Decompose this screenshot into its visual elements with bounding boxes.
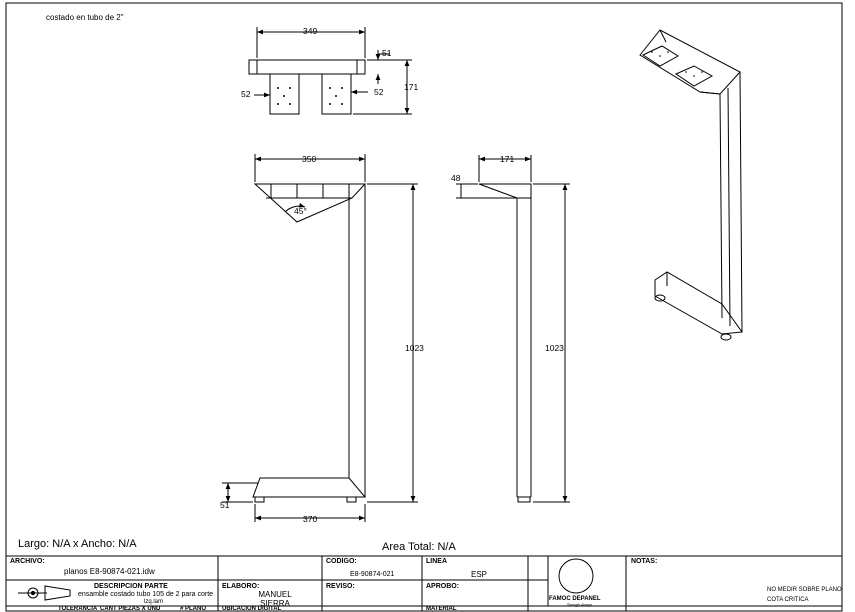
dim-angle: 45° bbox=[294, 206, 307, 216]
cut-plano: # PLANO bbox=[180, 606, 207, 612]
dim-side-depth: 171 bbox=[500, 154, 515, 164]
dim-front-width: 350 bbox=[302, 154, 317, 164]
dim-front-height: 1023 bbox=[405, 343, 424, 353]
company-logo-text: FAMOC DEPANEL bbox=[549, 596, 601, 602]
cut-ubicacion: UBICACION DIGITAL bbox=[222, 606, 282, 612]
descripcion-value: ensamble costado tubo 105 de 2 para cort… bbox=[78, 591, 214, 598]
isometric-view bbox=[639, 29, 743, 341]
descripcion-sub: lzq.lam bbox=[144, 599, 164, 605]
elaboro-value: MANUEL SIERRA bbox=[258, 590, 292, 608]
side-view bbox=[456, 155, 570, 503]
elaboro-label: ELABORO: bbox=[222, 583, 260, 590]
front-view bbox=[222, 154, 418, 522]
cut-cant: CANT PIEZAS X UND bbox=[100, 606, 161, 612]
cut-tolerancia: TOLERANCIA bbox=[58, 606, 98, 612]
notas-label: NOTAS: bbox=[631, 558, 658, 565]
note-cota-critica: COTA CRITICA bbox=[767, 597, 809, 603]
area-total: Area Total: N/A bbox=[382, 541, 456, 553]
archivo-value: planos E8-90874-021.idw bbox=[64, 567, 155, 576]
dim-top-tube: 51 bbox=[382, 48, 392, 58]
dim-front-base: 370 bbox=[303, 514, 318, 524]
dim-top-width: 349 bbox=[303, 26, 318, 36]
dim-plate-left: 52 bbox=[241, 89, 251, 99]
dim-front-foot: 51 bbox=[220, 500, 230, 510]
dim-side-height: 1023 bbox=[545, 343, 564, 353]
dim-plate-right: 52 bbox=[374, 87, 384, 97]
header-note: costado en tubo de 2" bbox=[46, 13, 124, 22]
linea-value: ESP bbox=[471, 570, 488, 579]
reviso-label: REVISO: bbox=[326, 583, 355, 590]
largo-ancho: Largo: N/A x Ancho: N/A bbox=[18, 538, 137, 550]
codigo-label: CODIGO: bbox=[326, 558, 357, 565]
dim-side-top: 48 bbox=[451, 173, 461, 183]
aprobo-label: APROBO: bbox=[426, 583, 460, 590]
title-block-grid bbox=[6, 555, 842, 611]
sheet-border bbox=[5, 2, 843, 612]
note-no-medir: NO MEDIR SOBRE PLANO bbox=[767, 587, 842, 593]
top-view bbox=[248, 27, 412, 115]
descripcion-label: DESCRIPCION PARTE bbox=[94, 583, 168, 590]
codigo-value: E8-90874-021 bbox=[350, 571, 395, 578]
archivo-label: ARCHIVO: bbox=[10, 558, 45, 565]
linea-label: LINEA bbox=[426, 558, 447, 565]
dim-top-depth: 171 bbox=[404, 82, 419, 92]
company-logo-tagline: Strength Always bbox=[567, 603, 593, 607]
cut-material: MATERIAL bbox=[426, 606, 457, 612]
